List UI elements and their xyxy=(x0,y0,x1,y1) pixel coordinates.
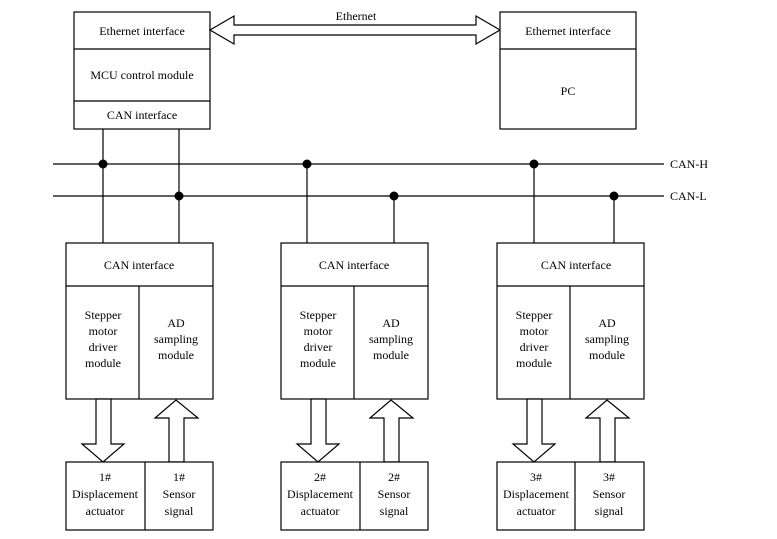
ad-label: AD xyxy=(167,316,185,330)
master-can-interface-label: CAN interface xyxy=(107,108,177,122)
pc-ethernet-interface-label: Ethernet interface xyxy=(525,24,611,38)
ethernet-link-label: Ethernet xyxy=(336,9,377,23)
down-arrow xyxy=(80,398,126,463)
actuator-label: actuator xyxy=(86,504,125,518)
stepper-label: module xyxy=(300,356,336,370)
actuator-label: 1# xyxy=(99,470,111,484)
sensor-label: Sensor xyxy=(593,487,626,501)
io-frame xyxy=(496,461,645,531)
actuator-label: Displacement xyxy=(503,487,570,501)
sensor-label: signal xyxy=(595,504,624,518)
pc-label: PC xyxy=(561,84,576,98)
junction-dot xyxy=(302,159,312,169)
node-3: CAN interface Stepper motor driver modul… xyxy=(496,159,645,531)
stepper-label: module xyxy=(516,356,552,370)
mcu-master-frame xyxy=(73,11,211,130)
stepper-label: Stepper xyxy=(516,308,553,322)
mcu-master-block: Ethernet interface MCU control module CA… xyxy=(73,11,211,130)
stepper-label: Stepper xyxy=(300,308,337,322)
can-interface-label: CAN interface xyxy=(104,258,174,272)
junction-dot xyxy=(609,191,619,201)
stepper-label: driver xyxy=(89,340,118,354)
pc-frame xyxy=(499,11,637,130)
actuator-label: 2# xyxy=(314,470,326,484)
ad-label: AD xyxy=(598,316,616,330)
node-1: CAN interface Stepper motor driver modul… xyxy=(65,164,214,531)
master-ethernet-interface-label: Ethernet interface xyxy=(99,24,185,38)
stepper-label: motor xyxy=(520,324,549,338)
sensor-label: 1# xyxy=(173,470,185,484)
ad-label: sampling xyxy=(585,332,629,346)
ad-label: AD xyxy=(382,316,400,330)
mcu-control-module-label: MCU control module xyxy=(90,68,193,82)
io-frame xyxy=(280,461,429,531)
ad-label: module xyxy=(158,348,194,362)
actuator-label: actuator xyxy=(301,504,340,518)
node-2: CAN interface Stepper motor driver modul… xyxy=(280,159,429,531)
stepper-label: module xyxy=(85,356,121,370)
sensor-label: Sensor xyxy=(378,487,411,501)
can-interface-label: CAN interface xyxy=(319,258,389,272)
master-bus-connections xyxy=(98,129,184,201)
can-bus: CAN-H CAN-L xyxy=(53,157,708,203)
ethernet-link: Ethernet xyxy=(208,9,502,46)
can-l-label: CAN-L xyxy=(670,189,707,203)
actuator-label: Displacement xyxy=(287,487,354,501)
ad-label: sampling xyxy=(369,332,413,346)
sensor-label: 3# xyxy=(603,470,615,484)
can-h-label: CAN-H xyxy=(670,157,708,171)
can-interface-label: CAN interface xyxy=(541,258,611,272)
sensor-label: signal xyxy=(380,504,409,518)
actuator-label: 3# xyxy=(530,470,542,484)
down-arrow xyxy=(295,398,341,463)
stepper-label: motor xyxy=(89,324,118,338)
pc-block: Ethernet interface PC xyxy=(499,11,637,130)
actuator-label: Displacement xyxy=(72,487,139,501)
up-arrow xyxy=(584,399,631,463)
stepper-label: driver xyxy=(304,340,333,354)
ad-label: sampling xyxy=(154,332,198,346)
junction-dot xyxy=(529,159,539,169)
ad-label: module xyxy=(373,348,409,362)
down-arrow xyxy=(511,398,557,463)
stepper-label: driver xyxy=(520,340,549,354)
up-arrow xyxy=(368,399,415,463)
io-frame xyxy=(65,461,214,531)
sensor-label: Sensor xyxy=(163,487,196,501)
ad-label: module xyxy=(589,348,625,362)
up-arrow xyxy=(153,399,200,463)
sensor-label: 2# xyxy=(388,470,400,484)
actuator-label: actuator xyxy=(517,504,556,518)
sensor-label: signal xyxy=(165,504,194,518)
junction-dot xyxy=(389,191,399,201)
stepper-label: motor xyxy=(304,324,333,338)
stepper-label: Stepper xyxy=(85,308,122,322)
